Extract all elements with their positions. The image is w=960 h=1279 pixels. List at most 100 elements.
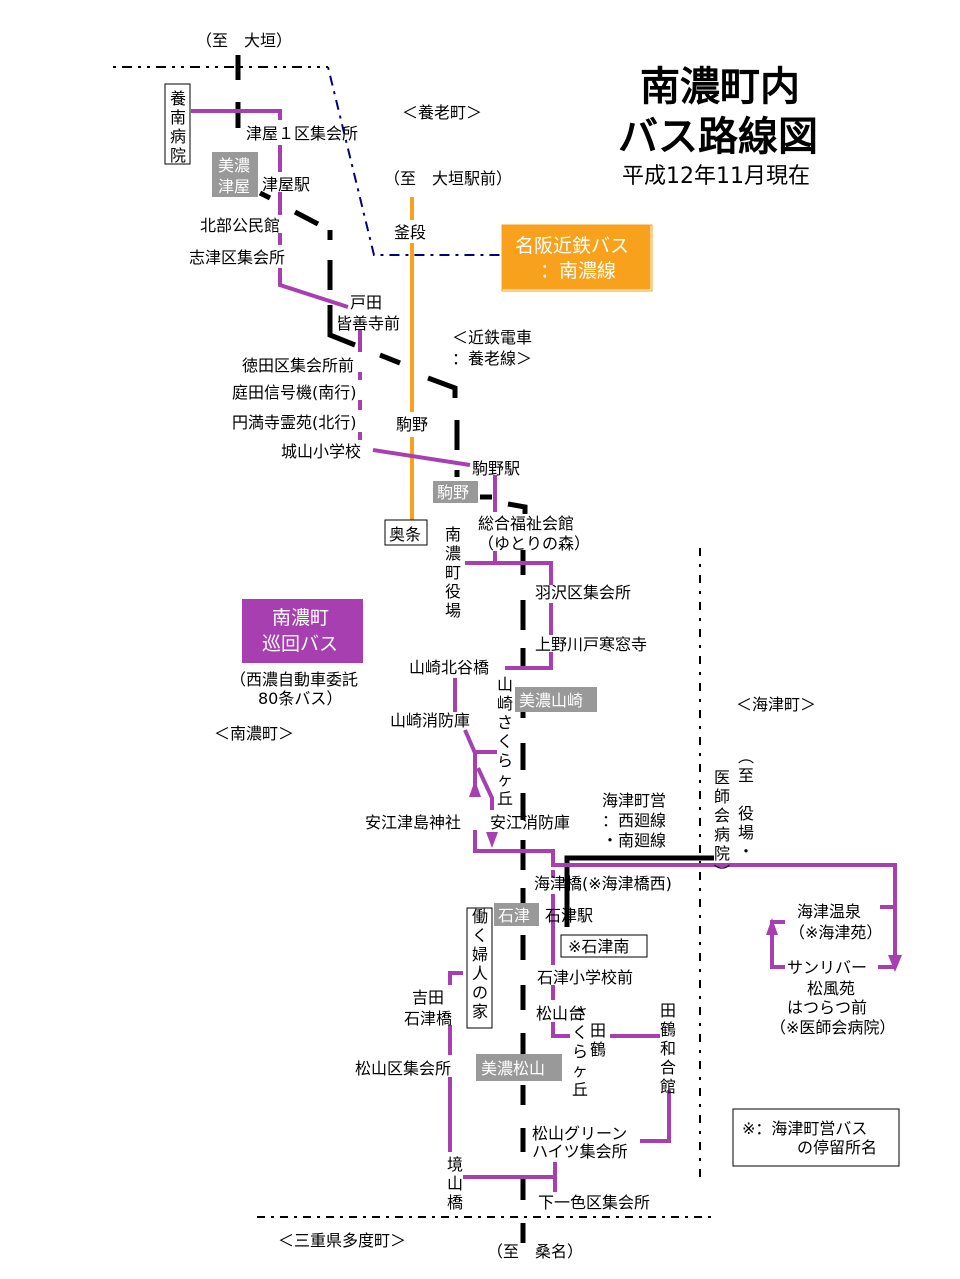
stop-label-char: 養 <box>170 89 186 108</box>
junkai-route-line <box>551 1022 570 1038</box>
stop-label-char: 和 <box>660 1039 676 1058</box>
stop-label-char: 山 <box>497 675 513 694</box>
rail-segment <box>258 190 272 201</box>
stop-9: 円満寺霊苑(北行) <box>232 413 357 432</box>
stop-40: サンリバー <box>787 958 867 977</box>
legend-junkai-line1: 南濃町 <box>272 607 329 629</box>
stop-label-char: ヶ <box>497 770 513 789</box>
arrow-up-icon <box>766 918 778 935</box>
area-kaizu: ＜海津町＞ <box>736 695 816 714</box>
legend-meihan: 名阪近鉄バス ：南濃線 <box>500 223 653 292</box>
junkai-route-line <box>505 652 553 670</box>
legend-junkai: 南濃町 巡回バス （西濃自動車委託 80条バス） <box>230 599 363 708</box>
ishizu-minami-box <box>560 934 648 958</box>
stop-41: 松風苑 <box>807 979 855 998</box>
area-nanno: ＜南濃町＞ <box>214 724 294 743</box>
area-yoro: ＜養老町＞ <box>402 103 482 122</box>
stop-label-char: 役 <box>445 582 461 601</box>
legend-kaizu: 海津町営 ：西廻線 ・南廻線 <box>602 791 666 850</box>
area-tado: ＜三重県多度町＞ <box>278 1231 406 1250</box>
stop-29: 松山台 <box>536 1004 584 1023</box>
direction-kuwana: （至 桑名） <box>487 1242 583 1261</box>
station-mino-tsuya: 美濃 津屋 <box>212 152 258 197</box>
station-mino-yamasaki-label: 美濃山崎 <box>519 691 583 710</box>
stop-label-char: さ <box>572 1004 588 1023</box>
stop-20: 安江津島神社 <box>365 813 461 832</box>
junkai-route-line <box>278 268 349 309</box>
stop-label-char: く <box>572 1023 588 1042</box>
stop-label-char: 濃 <box>445 544 461 563</box>
station-komano: 駒野 <box>433 481 478 503</box>
direction-ogaki-eki: （至 大垣駅前） <box>384 169 512 188</box>
stop-label-char: 南 <box>170 108 186 127</box>
stop-label-char: 崎 <box>497 694 513 713</box>
rail-segment <box>293 209 320 227</box>
station-mino-matsuyama-label: 美濃松山 <box>481 1059 545 1078</box>
stop-label-char: 丘 <box>572 1080 588 1099</box>
stop-3: 北部公民館 <box>200 216 280 235</box>
stop-label-char: 医 <box>714 768 730 787</box>
stop-label-char: ︶ <box>714 863 730 882</box>
stop-4: 志津区集会所 <box>189 248 285 267</box>
boundary-yoro <box>327 66 500 256</box>
rail-segment <box>427 375 458 398</box>
stop-label-char: 田 <box>660 1001 676 1020</box>
stop-21: 安江消防庫 <box>490 813 570 832</box>
legend-junkai-note1: （西濃自動車委託 <box>230 670 358 689</box>
hataraku-fujin-box <box>466 907 493 1029</box>
stop-label-char: 丘 <box>497 789 513 808</box>
stop-labels: 養南病院津屋１区集会所津屋駅北部公民館志津区集会所戸田皆善寺前徳田区集会所前庭田… <box>170 89 895 1212</box>
stop-label-char: ら <box>497 751 513 770</box>
stop-label-char: 師 <box>714 787 730 806</box>
direction-arrows <box>469 780 902 972</box>
legend-kaizu-line3: ・南廻線 <box>602 831 666 850</box>
stop-label-char: 町 <box>445 563 461 582</box>
junkai-route-line <box>770 920 785 969</box>
legend-meihan-line1: 名阪近鉄バス <box>515 235 629 257</box>
stop-label-char: 境 <box>447 1155 463 1174</box>
arrow-down-icon <box>486 832 498 848</box>
stop-6: 皆善寺前 <box>336 314 400 333</box>
stop-label-char: 田 <box>590 1021 606 1040</box>
stop-label-char: 働 <box>472 907 488 926</box>
stop-19: 山崎消防庫 <box>390 711 470 730</box>
station-ishizu: 石津 <box>494 903 539 926</box>
kaizu-route-line <box>564 855 714 927</box>
stop-label-char: 会 <box>714 806 730 825</box>
rail-segment <box>379 352 401 366</box>
station-ishizu-label: 石津 <box>498 906 530 925</box>
stop-label-char: 院 <box>170 146 186 165</box>
direction-kaizu-yakuba-col2: 医師会病院︶ <box>714 768 730 882</box>
legend-kintetsu-line2: ：養老線＞ <box>452 349 532 368</box>
stop-label-char: 役 <box>738 804 754 823</box>
stop-label-char: ヶ <box>572 1061 588 1080</box>
stop-label-char: 病 <box>170 127 186 146</box>
stop-okujo: 奥条 <box>389 525 421 544</box>
stop-komano-meihan: 駒野 <box>396 415 428 434</box>
stop-label-char: 婦 <box>472 945 488 964</box>
legend-junkai-line2: 巡回バス <box>262 633 338 655</box>
stop-label-char: さ <box>497 713 513 732</box>
stop-39: （※海津苑） <box>789 923 882 942</box>
railway-yoro-line <box>235 55 528 1243</box>
stop-label-char: 至 <box>738 766 754 785</box>
stop-42: はつらつ前 <box>787 998 867 1017</box>
direction-labels: （至 大垣） （至 大垣駅前） （至 桑名） <box>196 31 583 1261</box>
stop-label-char: 館 <box>660 1077 676 1096</box>
stop-33: 松山区集会所 <box>355 1059 451 1078</box>
stop-12: 総合福祉会館 <box>478 514 574 533</box>
okujo-box <box>384 519 428 546</box>
stop-label-char: 場 <box>445 601 461 620</box>
junkai-route-line <box>640 1090 671 1143</box>
station-komano-label: 駒野 <box>437 483 469 502</box>
stop-10: 城山小学校 <box>281 442 361 461</box>
stop-28: 石津橋 <box>404 1009 452 1028</box>
stop-label-char: 橋 <box>447 1193 463 1212</box>
stop-15: 羽沢区集会所 <box>535 583 631 602</box>
legend-kintetsu-line1: ＜近鉄電車 <box>452 328 532 347</box>
stop-37: 下一色区集会所 <box>538 1193 650 1212</box>
